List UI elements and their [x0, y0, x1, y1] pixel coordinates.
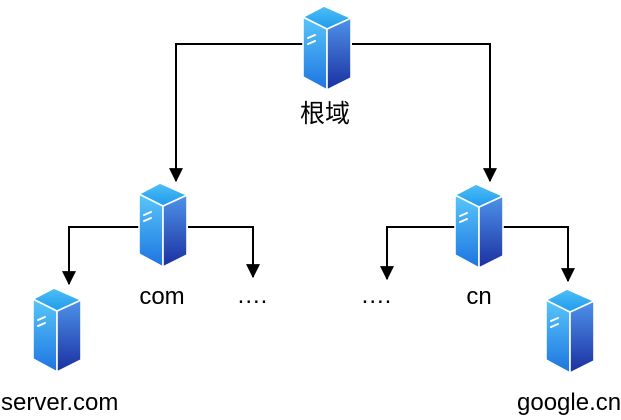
server-icon-com [136, 182, 190, 268]
connector-com-to-servercom [62, 226, 140, 286]
connector-root-to-com [169, 43, 303, 183]
root-domain-label: 根域 [299, 100, 350, 128]
tld-com-label: com [139, 283, 185, 310]
server-icon-googlecn [543, 288, 597, 374]
dots-right-label: .... [361, 282, 393, 309]
host-servercom-label: server.com [1, 389, 119, 416]
connector-cn-to-others [380, 226, 456, 281]
server-icon-cn [452, 183, 506, 269]
connector-cn-to-googlecn [500, 226, 575, 283]
server-icon-root [300, 5, 354, 91]
connector-com-to-others [188, 226, 260, 279]
connector-root-to-cn [352, 43, 497, 183]
server-icon-servercom [30, 287, 84, 373]
tld-cn-label: cn [466, 283, 492, 310]
host-googlecn-label: google.cn [517, 389, 621, 416]
dots-left-label: .... [237, 282, 269, 309]
